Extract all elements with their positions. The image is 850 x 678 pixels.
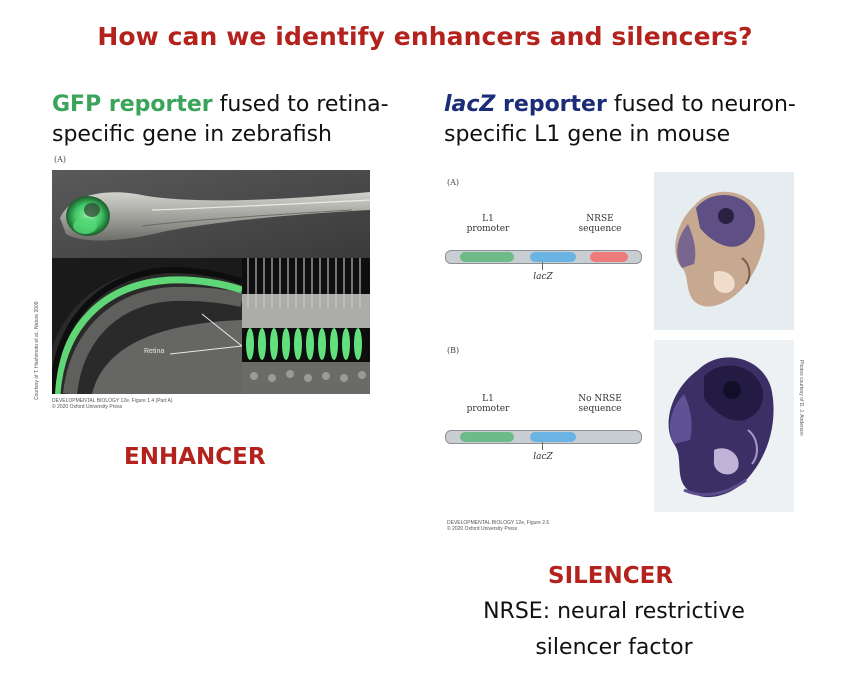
construct-a-track <box>445 250 642 264</box>
construct-a-promoter-segment <box>460 252 514 262</box>
retina-section-image: Retina <box>52 258 242 394</box>
promoter-label-a-line1: L1 <box>482 214 494 224</box>
right-credit-line1: DEVELOPMENTAL BIOLOGY 12e, Figure 2.6 <box>447 520 550 526</box>
panel-label-b-right: (B) <box>447 346 460 355</box>
construct-b-promoter-segment <box>460 432 514 442</box>
retina-section-drawing <box>52 258 242 394</box>
lacz-label-a: lacZ <box>533 272 553 282</box>
lacz-pointer-a <box>542 262 543 270</box>
silencer-label: SILENCER <box>548 563 674 589</box>
slide-title: How can we identify enhancers and silenc… <box>97 22 753 51</box>
promoter-label-a-line2: promoter <box>466 224 510 234</box>
reporter-label: reporter <box>495 92 607 117</box>
construct-b-lacz-segment <box>530 432 576 442</box>
right-caption-line2: specific L1 gene in mouse <box>444 122 731 147</box>
right-side-credit: Photos courtesy of D. J. Anderson <box>798 360 804 436</box>
no-nrse-label-b-line1: No NRSE <box>578 394 622 404</box>
promoter-label-b: L1 promoter <box>458 394 518 414</box>
right-figure-credit: DEVELOPMENTAL BIOLOGY 12e, Figure 2.6 © … <box>447 520 647 532</box>
no-nrse-label-b-line2: sequence <box>578 404 622 414</box>
right-credit-line2: © 2020 Oxford University Press <box>447 526 518 532</box>
enhancer-label: ENHANCER <box>124 444 266 470</box>
embryo-a-drawing <box>654 172 794 330</box>
zebrafish-larva-drawing <box>52 170 370 260</box>
right-caption-line1-rest: fused to neuron- <box>606 92 796 117</box>
no-nrse-label-b: No NRSE sequence <box>560 394 640 414</box>
embryo-b-drawing <box>654 340 794 512</box>
nrse-definition: NRSE: neural restrictive silencer factor <box>444 597 784 663</box>
embryo-image-b <box>654 340 794 512</box>
lacz-label-b: lacZ <box>533 452 553 462</box>
construct-b-track <box>445 430 642 444</box>
gfp-reporter-label: GFP reporter <box>52 92 213 117</box>
left-caption: GFP reporter fused to retina- specific g… <box>52 90 422 150</box>
nrse-definition-line2: silencer factor <box>535 635 693 660</box>
left-figure-credit: DEVELOPMENTAL BIOLOGY 12e, Figure 1.4 (P… <box>52 398 252 410</box>
promoter-label-b-line1: L1 <box>482 394 494 404</box>
photoreceptor-zoom-image <box>242 258 370 394</box>
promoter-label-a: L1 promoter <box>458 214 518 234</box>
left-credit-line1: DEVELOPMENTAL BIOLOGY 12e, Figure 1.4 (P… <box>52 398 173 404</box>
nrse-definition-line1: NRSE: neural restrictive <box>483 599 745 624</box>
left-caption-line2: specific gene in zebrafish <box>52 122 332 147</box>
lacz-pointer-b <box>542 442 543 450</box>
left-side-credit: Courtesy of T. Hashimoto et al.; Nature … <box>34 301 40 400</box>
panel-label-a-left: (A) <box>54 155 67 164</box>
photoreceptor-zoom-drawing <box>242 258 370 394</box>
panel-label-a-right: (A) <box>447 178 460 187</box>
embryo-image-a <box>654 172 794 330</box>
construct-a-lacz-segment <box>530 252 576 262</box>
nrse-label-a-line2: sequence <box>578 224 622 234</box>
left-credit-line2: © 2020 Oxford University Press <box>52 404 123 410</box>
zebrafish-larva-image <box>52 170 370 260</box>
lacz-italic-label: lacZ <box>444 92 496 117</box>
retina-overlay-label: Retina <box>144 348 165 355</box>
right-caption: lacZ reporter fused to neuron- specific … <box>444 90 844 150</box>
nrse-label-a: NRSE sequence <box>562 214 638 234</box>
left-caption-line1-rest: fused to retina- <box>212 92 389 117</box>
promoter-label-b-line2: promoter <box>466 404 510 414</box>
nrse-label-a-line1: NRSE <box>586 214 614 224</box>
construct-a-nrse-segment <box>590 252 628 262</box>
